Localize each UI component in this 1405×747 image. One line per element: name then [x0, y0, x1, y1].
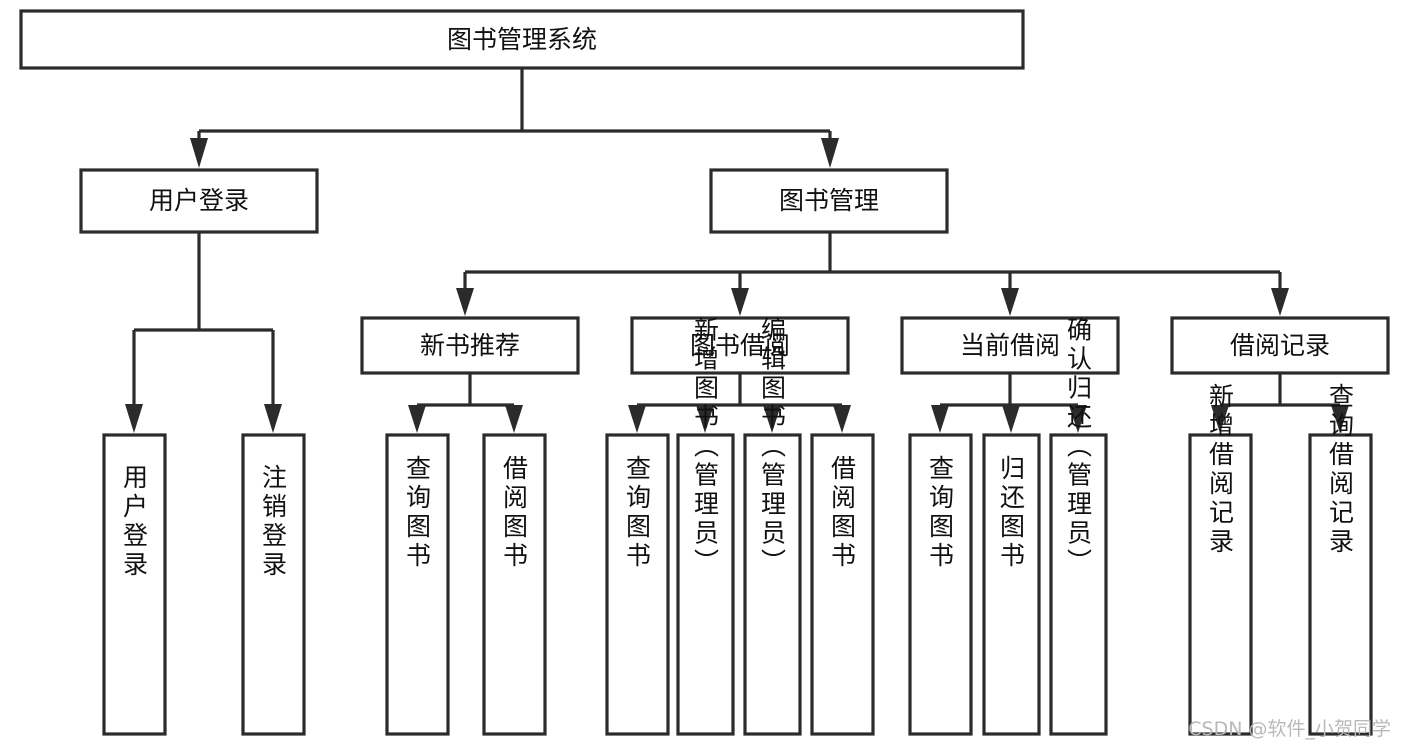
node-book-management[interactable]: 图书管理	[709, 168, 949, 234]
node-leaf-add-book-box[interactable]	[676, 433, 735, 736]
arrowhead-new-book-recommend	[456, 288, 474, 316]
arrowhead-leaf-query-book-2	[628, 405, 646, 433]
node-current-borrow-label: 当前借阅	[960, 331, 1060, 360]
node-leaf-edit-book-box[interactable]	[743, 433, 802, 736]
arrowhead-borrow-record	[1271, 288, 1289, 316]
node-new-book-recommend[interactable]: 新书推荐	[360, 316, 580, 375]
node-leaf-query-book-3-label: 查询图书	[926, 455, 955, 571]
node-leaf-borrow-book-1[interactable]: 借阅图书	[482, 433, 547, 736]
edge-group-new-book-recommend	[408, 373, 523, 433]
arrowhead-leaf-borrow-book-2	[833, 405, 851, 433]
node-leaf-query-book-3[interactable]: 查询图书	[908, 433, 973, 736]
node-new-book-recommend-box[interactable]	[360, 316, 580, 375]
node-leaf-confirm-return-label: 确认归还（管理员）	[1064, 317, 1093, 578]
arrowhead-leaf-query-book-1	[408, 405, 426, 433]
node-leaf-query-borrow-record-label: 查询借阅记录	[1326, 383, 1355, 557]
edge-group-user-login	[125, 232, 282, 433]
edge-group-borrow-record	[1211, 373, 1349, 433]
edge-group-root	[190, 68, 839, 168]
node-book-borrow-box[interactable]	[630, 316, 850, 375]
node-leaf-confirm-return-box[interactable]	[1049, 433, 1108, 736]
arrowhead-leaf-return-book	[1002, 405, 1020, 433]
watermark-text: CSDN @软件_小贺同学	[1188, 718, 1391, 740]
node-leaf-query-book-2-label: 查询图书	[623, 455, 652, 571]
node-user-login-label: 用户登录	[149, 186, 249, 215]
arrowhead-leaf-add-borrow-record	[1211, 405, 1229, 433]
arrowhead-book-borrow	[731, 288, 749, 316]
edge-group-book-borrow	[628, 373, 851, 433]
node-root-box[interactable]	[19, 9, 1025, 70]
edge-group-current-borrow	[931, 373, 1087, 433]
node-borrow-record[interactable]: 借阅记录	[1170, 316, 1390, 375]
node-leaf-edit-book[interactable]: 编辑图书（管理员）	[743, 317, 802, 736]
node-borrow-record-label: 借阅记录	[1230, 331, 1330, 360]
arrowhead-leaf-edit-book	[763, 405, 781, 433]
node-leaf-add-borrow-record[interactable]: 新增借阅记录	[1188, 383, 1253, 736]
node-leaf-add-book[interactable]: 新增图书（管理员）	[676, 317, 735, 736]
node-book-management-box[interactable]	[709, 168, 949, 234]
node-leaf-borrow-book-1-label: 借阅图书	[500, 455, 529, 571]
arrowhead-user-login	[190, 138, 208, 168]
node-leaf-user-logout-label: 注销登录	[259, 464, 288, 580]
node-leaf-query-book-3-box[interactable]	[908, 433, 973, 736]
node-user-login[interactable]: 用户登录	[79, 168, 319, 234]
arrowhead-leaf-query-borrow-record	[1331, 405, 1349, 433]
node-leaf-borrow-book-2-box[interactable]	[810, 433, 875, 736]
node-leaf-return-book-label: 归还图书	[997, 455, 1026, 571]
node-user-login-box[interactable]	[79, 168, 319, 234]
node-root[interactable]: 图书管理系统	[19, 9, 1025, 70]
node-leaf-user-logout-box[interactable]	[241, 433, 306, 736]
node-leaf-query-book-2[interactable]: 查询图书	[605, 433, 670, 736]
arrowhead-leaf-user-logout	[264, 404, 282, 433]
node-book-borrow-label: 图书借阅	[690, 331, 790, 360]
node-leaf-user-login-label: 用户登录	[120, 464, 149, 580]
node-leaf-add-book-label: 新增图书（管理员）	[691, 317, 720, 578]
node-leaf-confirm-return[interactable]: 确认归还（管理员）	[1049, 317, 1108, 736]
node-leaf-query-borrow-record-box[interactable]	[1308, 433, 1373, 736]
node-current-borrow[interactable]: 当前借阅	[900, 316, 1120, 375]
node-leaf-return-book-box[interactable]	[982, 433, 1041, 736]
edge-group-book-management	[456, 232, 1289, 316]
arrowhead-leaf-borrow-book-1	[505, 405, 523, 433]
node-leaf-query-book-2-box[interactable]	[605, 433, 670, 736]
node-leaf-query-book-1-label: 查询图书	[403, 455, 432, 571]
node-leaf-user-login[interactable]: 用户登录	[102, 433, 167, 736]
arrowhead-current-borrow	[1001, 288, 1019, 316]
node-book-management-label: 图书管理	[779, 186, 879, 215]
node-borrow-record-box[interactable]	[1170, 316, 1390, 375]
node-root-label: 图书管理系统	[447, 25, 597, 54]
node-leaf-user-logout[interactable]: 注销登录	[241, 433, 306, 736]
node-leaf-user-login-box[interactable]	[102, 433, 167, 736]
node-leaf-edit-book-label: 编辑图书（管理员）	[758, 317, 787, 578]
node-leaf-query-book-1[interactable]: 查询图书	[385, 433, 450, 736]
arrowhead-leaf-user-login	[125, 404, 143, 433]
arrowhead-leaf-confirm-return	[1069, 405, 1087, 433]
node-book-borrow[interactable]: 图书借阅	[630, 316, 850, 375]
node-new-book-recommend-label: 新书推荐	[420, 331, 520, 360]
arrowhead-book-management	[821, 138, 839, 168]
node-current-borrow-box[interactable]	[900, 316, 1120, 375]
node-leaf-return-book[interactable]: 归还图书	[982, 433, 1041, 736]
arrowhead-leaf-add-book	[696, 405, 714, 433]
node-leaf-borrow-book-2[interactable]: 借阅图书	[810, 433, 875, 736]
node-leaf-query-borrow-record[interactable]: 查询借阅记录	[1308, 383, 1373, 736]
node-leaf-add-borrow-record-box[interactable]	[1188, 433, 1253, 736]
node-leaf-query-book-1-box[interactable]	[385, 433, 450, 736]
node-leaf-borrow-book-1-box[interactable]	[482, 433, 547, 736]
node-leaf-borrow-book-2-label: 借阅图书	[828, 455, 857, 571]
arrowhead-leaf-query-book-3	[931, 405, 949, 433]
node-leaf-add-borrow-record-label: 新增借阅记录	[1206, 383, 1235, 557]
